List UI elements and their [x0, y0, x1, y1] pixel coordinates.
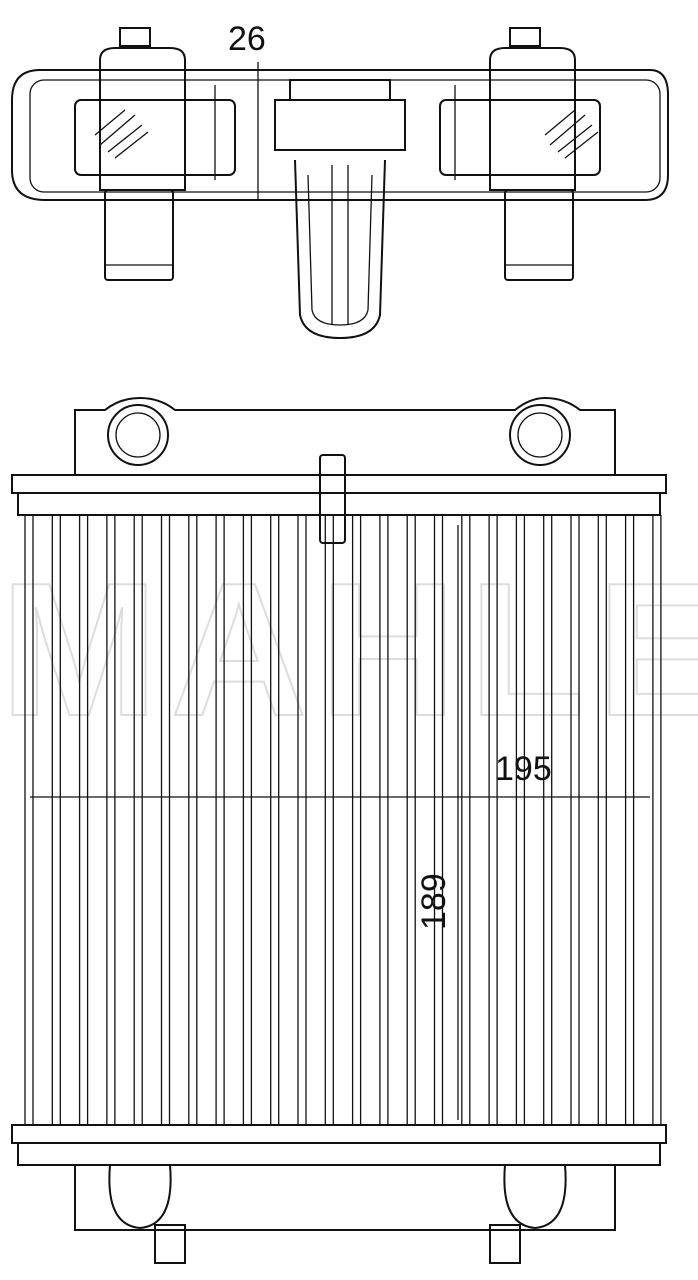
core-tubes: [24, 515, 662, 1125]
top-view: [11, 27, 669, 340]
inlet-port: [107, 404, 169, 466]
width-dimension-label: 195: [495, 750, 552, 788]
outlet-port: [509, 404, 571, 466]
watermark: MAHLE: [0, 544, 698, 756]
height-dimension-label: 189: [415, 873, 453, 930]
front-view: [11, 396, 667, 1264]
depth-dimension-label: 26: [228, 20, 266, 58]
